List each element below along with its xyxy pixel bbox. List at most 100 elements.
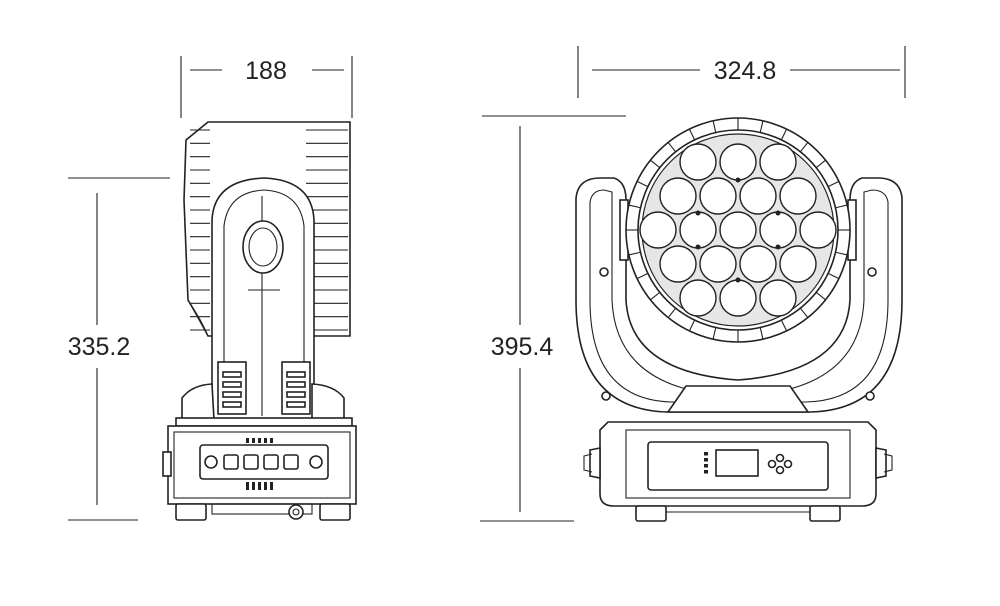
- led-array: [639, 143, 837, 317]
- nav-button-left: [767, 459, 777, 469]
- ring-tick: [650, 159, 661, 169]
- ring-tick: [712, 120, 717, 133]
- ring-tick: [628, 251, 641, 256]
- vent-slot: [252, 438, 255, 443]
- panel-button: [263, 454, 279, 470]
- led-screw: [775, 244, 781, 250]
- vent-slot: [270, 438, 273, 443]
- ring-tick: [780, 319, 788, 332]
- vent-slot: [222, 371, 242, 378]
- led-lens: [719, 143, 757, 181]
- led-screw: [775, 210, 781, 216]
- led-lens: [639, 211, 677, 249]
- vent-slot: [286, 401, 306, 408]
- ring-tick: [688, 319, 696, 332]
- front-width-label: 324.8: [714, 57, 777, 85]
- vent-slot: [222, 381, 242, 388]
- handle-right: [875, 447, 887, 479]
- vent-slot: [252, 482, 255, 490]
- front-head: [625, 117, 851, 343]
- vent-slot: [264, 438, 267, 443]
- front-width-dimension: 324.8: [577, 46, 906, 98]
- ring-tick: [636, 180, 649, 188]
- foot: [635, 505, 667, 522]
- vent-slot: [258, 482, 261, 490]
- front-height-dimension: 395.4: [480, 115, 626, 522]
- panel-button: [283, 454, 299, 470]
- ring-tick: [815, 159, 826, 169]
- front-height-label: 395.4: [491, 333, 554, 361]
- led-lens: [799, 211, 837, 249]
- panel-button: [223, 454, 239, 470]
- led-lens: [679, 279, 717, 317]
- vent-slot: [222, 401, 242, 408]
- led-lens: [739, 177, 777, 215]
- side-height-label: 335.2: [68, 333, 131, 361]
- vent-slot: [286, 391, 306, 398]
- indicator-led: [704, 458, 708, 462]
- ring-tick: [667, 142, 677, 153]
- indicator-led: [704, 452, 708, 456]
- indicator-led: [704, 464, 708, 468]
- led-screw: [695, 210, 701, 216]
- lcd-display: [715, 449, 759, 477]
- vent-slot: [246, 438, 249, 443]
- ring-tick: [650, 291, 661, 301]
- led-lens: [679, 143, 717, 181]
- vent-slot: [286, 371, 306, 378]
- foot: [319, 503, 351, 521]
- front-pan-cover: [666, 385, 810, 413]
- ring-tick: [835, 251, 848, 256]
- ring-tick: [712, 327, 717, 340]
- ring-tick: [815, 291, 826, 301]
- side-view: 188 335.2: [68, 56, 357, 521]
- ring-tick: [827, 180, 840, 188]
- led-lens: [739, 245, 777, 283]
- led-screw: [695, 244, 701, 250]
- ring-tick: [667, 307, 677, 318]
- ring-tick: [759, 120, 764, 133]
- nav-button-down: [775, 465, 785, 475]
- foot: [809, 505, 841, 522]
- vent-slot: [246, 482, 249, 490]
- safety-loop: [288, 504, 304, 520]
- xlr-connector-right: [309, 455, 323, 469]
- side-arm: [211, 177, 315, 421]
- front-yoke: [575, 177, 903, 413]
- panel-button: [243, 454, 259, 470]
- led-lens: [779, 177, 817, 215]
- front-view: 324.8 395.4: [480, 46, 906, 522]
- led-lens: [719, 279, 757, 317]
- ring-tick: [799, 142, 809, 153]
- led-lens: [679, 211, 717, 249]
- front-base: [583, 421, 893, 522]
- indicator-led: [704, 470, 708, 474]
- side-pan-base: [175, 383, 353, 427]
- xlr-connector-left: [204, 455, 218, 469]
- led-screw: [735, 277, 741, 283]
- ring-tick: [636, 272, 649, 280]
- nav-button-right: [783, 459, 793, 469]
- side-base-box: [162, 425, 357, 521]
- led-lens: [699, 245, 737, 283]
- led-lens: [699, 177, 737, 215]
- vent-slot: [270, 482, 273, 490]
- vent-slot: [258, 438, 261, 443]
- ring-tick: [827, 272, 840, 280]
- led-lens: [659, 177, 697, 215]
- nav-button-up: [775, 453, 785, 463]
- vent-slot: [286, 381, 306, 388]
- vent-slot: [222, 391, 242, 398]
- ring-tick: [688, 128, 696, 141]
- ring-tick: [780, 128, 788, 141]
- led-screw: [735, 177, 741, 183]
- side-height-dimension: 335.2: [68, 177, 170, 521]
- foot: [175, 503, 207, 521]
- led-lens: [779, 245, 817, 283]
- ring-tick: [628, 204, 641, 209]
- led-lens: [759, 279, 797, 317]
- led-lens: [659, 245, 697, 283]
- side-width-dimension: 188: [180, 56, 353, 118]
- led-lens: [759, 211, 797, 249]
